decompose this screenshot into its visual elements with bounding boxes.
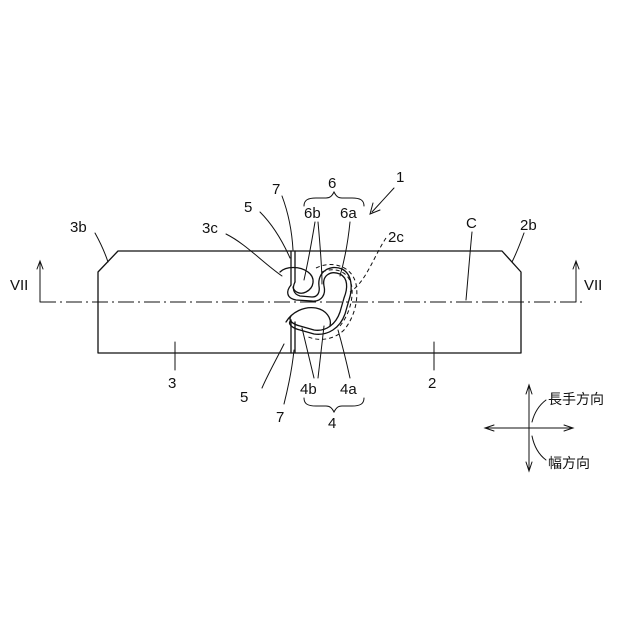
brace-6 [304,192,364,206]
label-joint: 4 [328,415,336,432]
label-direction-width: 幅方向 [548,456,590,472]
label-member-left-end: 3b [70,219,87,236]
label-joint-a: 4a [340,381,357,398]
joint-hook-top [280,268,313,294]
leader-7-bottom [284,350,294,404]
label-assembly: 1 [396,169,404,186]
leader-4a [338,330,350,378]
leader-7-top [282,196,293,250]
label-joint-b: 4b [300,381,317,398]
leader-5-bottom [262,344,284,388]
label-member-left: 3 [168,375,176,392]
leader-1 [372,188,394,212]
label-engage-b: 6b [304,205,321,222]
label-member-left-edge: 3c [202,220,218,237]
leader-width [532,436,546,460]
label-member-right: 2 [428,375,436,392]
leader-3b [95,233,108,262]
label-section-right: VII [584,277,602,294]
leader-C [466,232,472,300]
leader-longitudinal [532,400,546,422]
label-slit-bottom: 7 [276,409,284,426]
label-gap-top: 5 [244,199,252,216]
label-engage: 6 [328,175,336,192]
label-member-right-end: 2b [520,217,537,234]
label-centerline: C [466,215,477,232]
label-slit-top: 7 [272,181,280,198]
brace-4 [304,398,364,412]
leader-2c [350,238,386,292]
label-engage-a: 6a [340,205,357,222]
leader-2b [512,233,524,262]
label-direction-longitudinal: 長手方向 [548,392,604,408]
label-gap-bottom: 5 [240,389,248,406]
leader-6b-2 [318,222,322,284]
leader-3c [226,234,282,276]
label-section-left: VII [10,277,28,294]
joint-s-curve-inner [290,268,352,335]
label-member-right-edge: 2c [388,229,404,246]
